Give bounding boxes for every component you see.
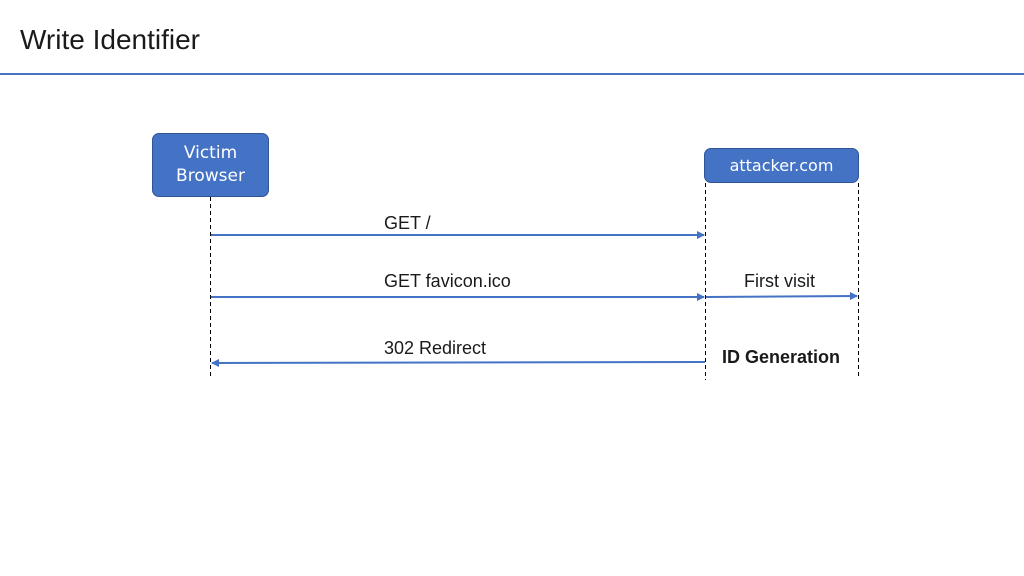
attacker-server-box: attacker.com — [704, 148, 859, 183]
slide-title: Write Identifier — [20, 24, 200, 55]
get-root-label: GET / — [384, 213, 431, 233]
title-divider — [0, 73, 1024, 75]
attacker-server-label: attacker.com — [729, 156, 834, 175]
victim-browser-label: Victim Browser — [176, 143, 245, 186]
get-favicon-label: GET favicon.ico — [384, 271, 511, 291]
victim-browser-box: Victim Browser — [152, 133, 269, 197]
redirect-label: 302 Redirect — [384, 338, 487, 358]
first-visit-label: First visit — [744, 271, 815, 291]
redirect-arrow — [211, 358, 706, 367]
id-generation-label: ID Generation — [722, 347, 841, 367]
first-visit-arrow — [705, 292, 858, 301]
